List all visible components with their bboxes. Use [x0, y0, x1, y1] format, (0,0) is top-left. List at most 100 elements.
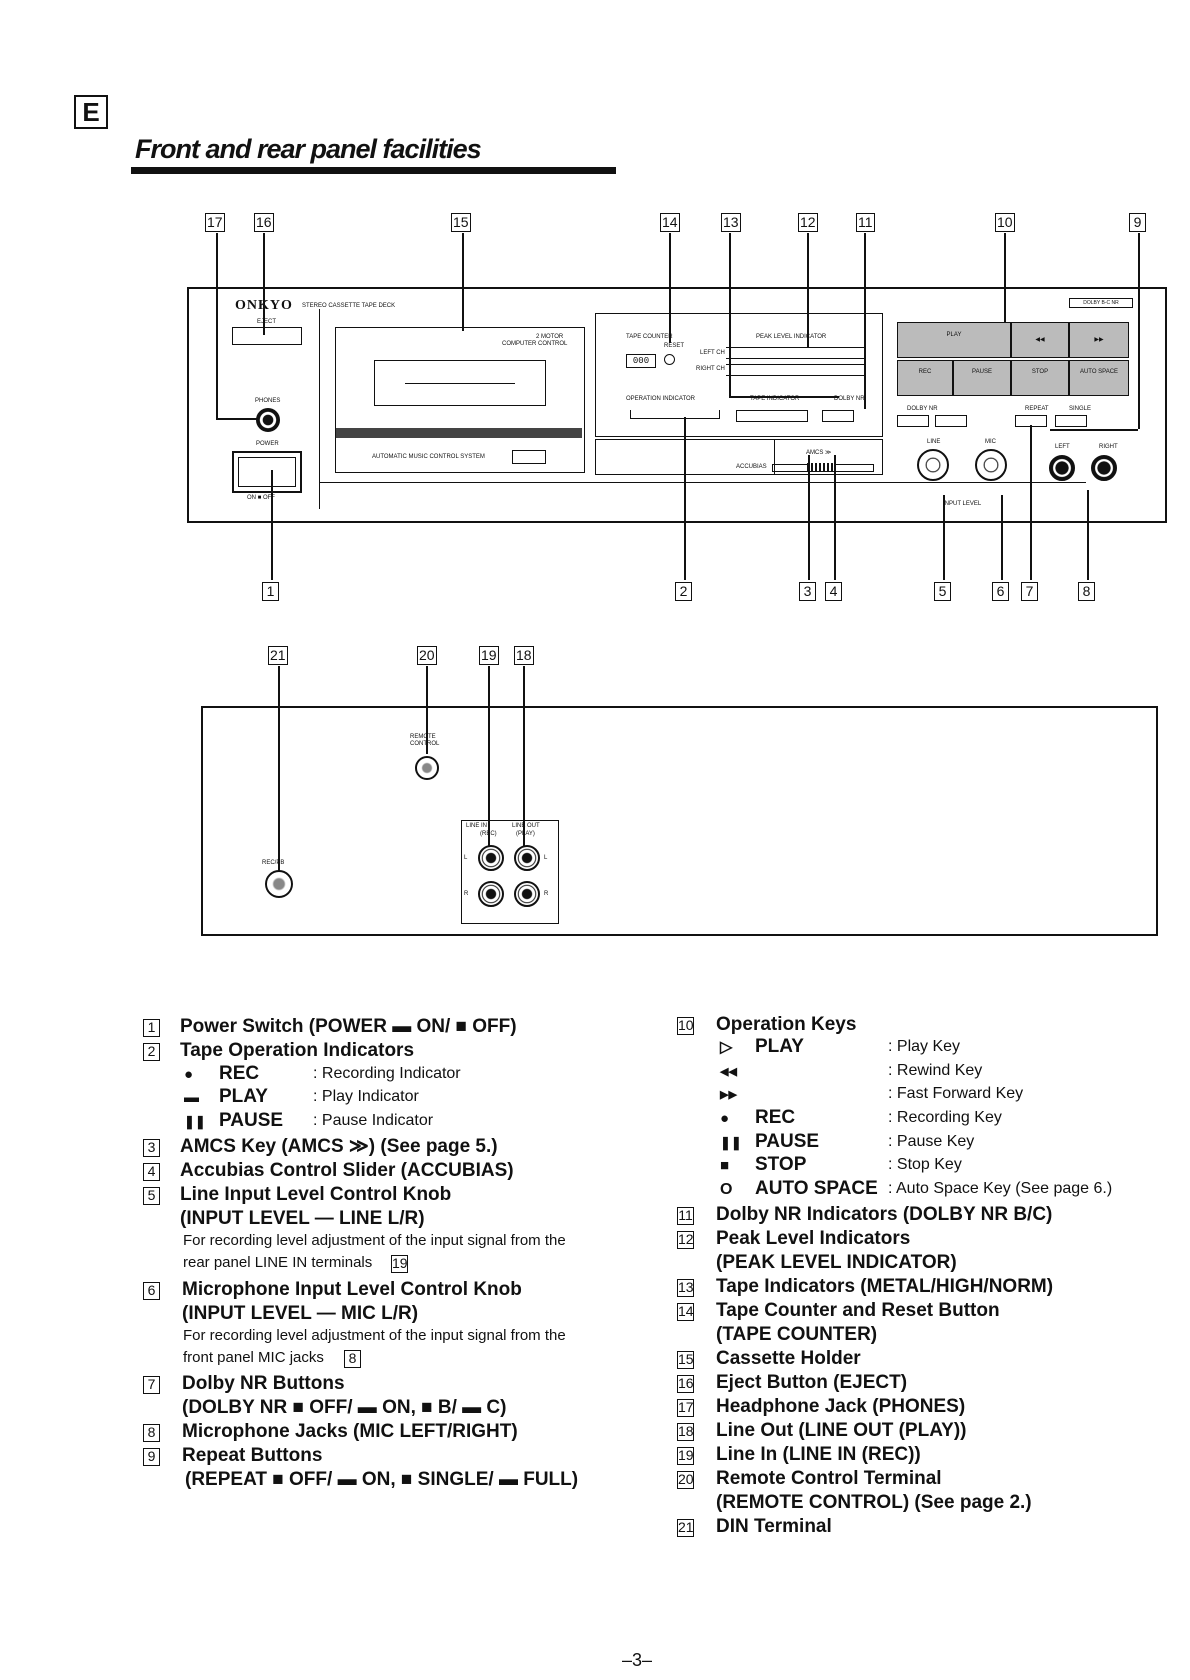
phones-jack[interactable] [256, 408, 280, 432]
operation-keys: PLAY ◀◀ ▶▶ REC PAUSE STOP AUTO SPACE [897, 322, 1129, 402]
remote-control-terminal[interactable] [415, 756, 439, 780]
fast-forward-key[interactable]: ▶▶ [1069, 322, 1129, 358]
auto-space-key-name: AUTO SPACE [755, 1178, 878, 1199]
callout-12: 12 [798, 213, 818, 232]
legend-num-20: 20 [677, 1471, 694, 1489]
repeat-single-full-button[interactable] [1055, 415, 1087, 427]
leader-18 [523, 666, 525, 856]
cassette-holder[interactable]: 2 MOTOR COMPUTER CONTROL AUTOMATIC MUSIC… [335, 327, 585, 473]
power-button[interactable] [232, 451, 302, 493]
legend-item-6-note2: front panel MIC jacks [183, 1349, 324, 1366]
auto-space-key-symbol: O [720, 1181, 733, 1198]
play-key[interactable]: PLAY [897, 322, 1011, 358]
page-number: –3– [622, 1650, 653, 1670]
section-letter: E [74, 95, 108, 129]
play-key-symbol: ▷ [720, 1039, 733, 1056]
rear-panel: REMOTE CONTROL REC/PB LINE IN LINE OUT (… [201, 706, 1158, 936]
legend-item-12-line2: (PEAK LEVEL INDICATOR) [716, 1252, 957, 1273]
callout-15: 15 [451, 213, 471, 232]
leader-15 [462, 233, 464, 331]
eject-button[interactable] [232, 327, 302, 345]
mic-input-knob[interactable] [975, 449, 1007, 481]
legend-item-18: Line Out (LINE OUT (PLAY)) [716, 1420, 967, 1441]
legend-item-6-ref: 8 [344, 1350, 361, 1368]
l-label: L [464, 855, 468, 861]
callout-4: 4 [825, 582, 842, 601]
legend-num-8: 8 [143, 1424, 160, 1442]
stop-key[interactable]: STOP [1011, 360, 1069, 396]
leader-11 [864, 233, 866, 409]
line-input-knob[interactable] [917, 449, 949, 481]
legend-item-13: Tape Indicators (METAL/HIGH/NORM) [716, 1276, 1054, 1297]
dolby-nr-onoff-button[interactable] [897, 415, 929, 427]
legend-item-7: Dolby NR Buttons [182, 1373, 345, 1394]
callout-8: 8 [1078, 582, 1095, 601]
motor-label: 2 MOTOR [536, 334, 564, 340]
legend-item-20: Remote Control Terminal [716, 1468, 942, 1489]
amcs-key[interactable]: AMCS ≫ [806, 450, 832, 456]
line-in-l-jack[interactable] [478, 845, 504, 871]
leader-9b [1050, 429, 1138, 431]
peak-meter-left [726, 347, 866, 359]
pause-key[interactable]: PAUSE [953, 360, 1011, 396]
fast-forward-key-symbol: ▶▶ [720, 1089, 737, 1101]
pause-key-symbol: ❚❚ [720, 1135, 742, 1150]
legend-num-19: 19 [677, 1447, 694, 1465]
callout-10: 10 [995, 213, 1015, 232]
line-out-l-jack[interactable] [514, 845, 540, 871]
leader-21 [278, 666, 280, 886]
legend-item-5: Line Input Level Control Knob [180, 1184, 452, 1205]
rewind-key[interactable]: ◀◀ [1011, 322, 1069, 358]
legend-item-6-line2: (INPUT LEVEL — MIC L/R) [182, 1303, 419, 1324]
dolby-nr-bc-button[interactable] [935, 415, 967, 427]
line-out-r-jack[interactable] [514, 881, 540, 907]
rec-key[interactable]: REC [897, 360, 953, 396]
callout-20: 20 [417, 646, 437, 665]
callout-17: 17 [205, 213, 225, 232]
legend-item-14: Tape Counter and Reset Button [716, 1300, 1000, 1321]
legend-num-17: 17 [677, 1399, 694, 1417]
legend-num-18: 18 [677, 1423, 694, 1441]
legend-num-7: 7 [143, 1376, 160, 1394]
phones-label: PHONES [255, 398, 281, 404]
brand-logo: ONKYO [235, 298, 293, 313]
legend-num-3: 3 [143, 1139, 160, 1157]
tape-counter-display: 000 [626, 354, 656, 368]
leader-10 [1004, 233, 1006, 338]
play-indicator-symbol: ▬ [184, 1089, 199, 1106]
legend-item-9: Repeat Buttons [182, 1445, 323, 1466]
pause-indicator-desc: : Pause Indicator [313, 1112, 434, 1129]
auto-space-key[interactable]: AUTO SPACE [1069, 360, 1129, 396]
callout-9: 9 [1129, 213, 1146, 232]
left-ch-label: LEFT CH [700, 350, 725, 356]
legend-num-15: 15 [677, 1351, 694, 1369]
legend-item-5-ref: 19 [391, 1255, 408, 1273]
leader-6 [1001, 495, 1003, 580]
legend-item-10: Operation Keys [716, 1014, 857, 1035]
legend-item-14-line2: (TAPE COUNTER) [716, 1324, 878, 1345]
leader-17 [216, 233, 218, 418]
legend-item-1: Power Switch (POWER ▬ ON/ ■ OFF) [180, 1016, 517, 1037]
play-key-name: PLAY [755, 1036, 804, 1057]
din-terminal[interactable] [265, 870, 293, 898]
mic-left-jack[interactable] [1049, 455, 1075, 481]
counter-reset-button[interactable] [664, 354, 675, 365]
callout-11: 11 [856, 213, 875, 232]
model-text: STEREO CASSETTE TAPE DECK [302, 303, 396, 309]
line-in-r-jack[interactable] [478, 881, 504, 907]
rec-indicator-name: REC [219, 1063, 260, 1084]
tape-counter-label: TAPE COUNTER [626, 334, 673, 340]
accubias-slider[interactable] [772, 463, 874, 472]
leader-2 [684, 417, 686, 580]
legend-item-11: Dolby NR Indicators (DOLBY NR B/C) [716, 1204, 1053, 1225]
leader-4 [834, 455, 836, 580]
mic-right-jack[interactable] [1091, 455, 1117, 481]
rec-key-symbol: ● [720, 1110, 730, 1127]
power-label: POWER [256, 441, 279, 447]
rec-key-name: REC [755, 1107, 796, 1128]
dolby-indicator-label: DOLBY NR [834, 396, 865, 402]
page-title: Front and rear panel facilities [135, 134, 482, 164]
stop-key-name: STOP [755, 1154, 807, 1175]
callout-6: 6 [992, 582, 1009, 601]
leader-19 [488, 666, 490, 866]
